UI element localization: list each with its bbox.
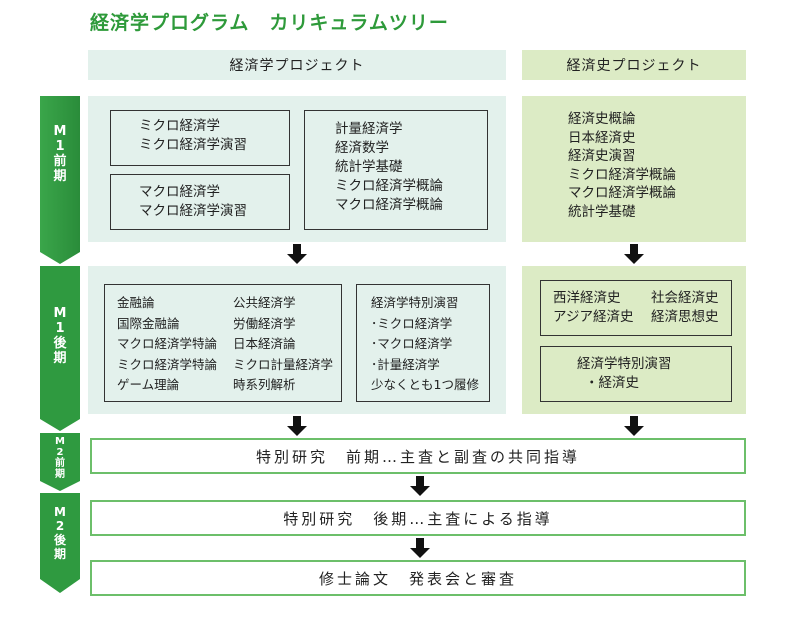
stage-char: 後 xyxy=(53,533,66,547)
header-history-project: 経済史プロジェクト xyxy=(522,50,746,80)
course-item: 統計学基礎 xyxy=(335,159,403,175)
thesis-box: 修士論文 発表会と審査 xyxy=(90,560,746,596)
course-item: 国際金融論 xyxy=(117,315,180,331)
diagram-title: 経済学プログラム カリキュラムツリー xyxy=(90,12,449,34)
course-item: マクロ経済学 xyxy=(139,184,220,200)
course-item: 経済学特別演習 xyxy=(371,295,459,310)
course-item: ･マクロ経済学 xyxy=(371,336,453,351)
m2-late-research-box: 特別研究 後期…主査による指導 xyxy=(90,500,746,536)
course-item: ミクロ経済学特論 xyxy=(117,356,218,372)
course-item: ミクロ経済学概論 xyxy=(335,178,443,194)
seminar-box: 経済学特別演習 ･ミクロ経済学 ･マクロ経済学 ･計量経済学 少なくとも1つ履修 xyxy=(356,284,490,402)
course-item: 公共経済学 xyxy=(233,295,296,310)
course-item: 日本経済論 xyxy=(233,336,296,351)
stage-char: 前 xyxy=(53,154,67,169)
seminar-note: 少なくとも1つ履修 xyxy=(371,377,479,392)
stage-char: M xyxy=(53,124,67,139)
stage-char: M xyxy=(54,505,66,519)
electives-box: 金融論 国際金融論 マクロ経済学特論 ミクロ経済学特論 ゲーム理論 公共経済学 … xyxy=(104,284,342,402)
course-item: 日本経済史 xyxy=(568,129,636,146)
stage-m2-early: M 2 前 期 xyxy=(40,433,80,491)
course-item: マクロ経済学概論 xyxy=(335,197,443,213)
course-item: 計量経済学 xyxy=(335,121,403,137)
stage-char: 1 xyxy=(55,321,65,336)
stage-char: 2 xyxy=(55,519,65,533)
stage-char: 前 xyxy=(55,458,65,469)
history-electives-box: 西洋経済史 社会経済史 アジア経済史 経済思想史 xyxy=(540,280,732,336)
stage-m1-early: M 1 前 期 xyxy=(40,96,80,264)
course-item: マクロ経済学特論 xyxy=(117,336,218,351)
stage-arrow-shape xyxy=(40,266,80,431)
course-item: ゲーム理論 xyxy=(117,377,180,392)
course-item: ミクロ経済学演習 xyxy=(139,137,247,153)
micro-box: ミクロ経済学 ミクロ経済学演習 xyxy=(110,110,290,166)
course-item: ミクロ経済学 xyxy=(139,118,220,134)
course-item: 社会経済史 xyxy=(651,290,719,306)
course-item: 経済数学 xyxy=(335,140,389,156)
course-item: 統計学基礎 xyxy=(568,203,636,220)
course-item: 経済思想史 xyxy=(651,309,719,325)
stage-char: 期 xyxy=(55,469,65,480)
stage-arrow-shape xyxy=(40,493,80,593)
macro-box: マクロ経済学 マクロ経済学演習 xyxy=(110,174,290,230)
history-seminar-box: 経済学特別演習 ・経済史 xyxy=(540,346,732,402)
stage-arrow-shape xyxy=(40,96,80,264)
m1-early-history-panel: 経済史概論 日本経済史 経済史演習 ミクロ経済学概論 マクロ経済学概論 統計学基… xyxy=(522,96,746,242)
stage-char: 1 xyxy=(55,139,65,154)
stage-char: 期 xyxy=(53,169,67,184)
course-item: ･ミクロ経済学 xyxy=(371,315,453,331)
stage-m2-late: M 2 後 期 xyxy=(40,493,80,593)
stage-char: M xyxy=(53,306,67,321)
stage-arrow-shape xyxy=(40,433,80,491)
stage-char: 2 xyxy=(56,447,64,458)
course-item: ・経済史 xyxy=(585,375,639,391)
course-item: マクロ経済学演習 xyxy=(139,203,247,219)
course-item: 経済史演習 xyxy=(568,148,636,164)
stage-char: M xyxy=(55,436,65,447)
course-item: 時系列解析 xyxy=(233,377,296,392)
stage-char: 期 xyxy=(53,351,67,366)
quant-box: 計量経済学 経済数学 統計学基礎 ミクロ経済学概論 マクロ経済学概論 xyxy=(304,110,488,230)
course-item: マクロ経済学概論 xyxy=(568,185,676,201)
course-item: 西洋経済史 xyxy=(553,290,621,306)
m2-early-research-box: 特別研究 前期…主査と副査の共同指導 xyxy=(90,438,746,474)
course-item: 経済学特別演習 xyxy=(577,356,672,372)
course-item: ミクロ経済学概論 xyxy=(568,166,676,183)
stage-char: 期 xyxy=(53,547,66,561)
course-item: 金融論 xyxy=(117,295,155,310)
course-item: アジア経済史 xyxy=(553,309,634,325)
stage-char: 後 xyxy=(53,336,67,351)
course-item: ･計量経済学 xyxy=(371,356,440,372)
course-item: 労働経済学 xyxy=(233,315,296,331)
course-item: ミクロ計量経済学 xyxy=(233,356,334,372)
header-econ-project: 経済学プロジェクト xyxy=(88,50,506,80)
stage-m1-late: M 1 後 期 xyxy=(40,266,80,431)
course-item: 経済史概論 xyxy=(568,111,636,127)
